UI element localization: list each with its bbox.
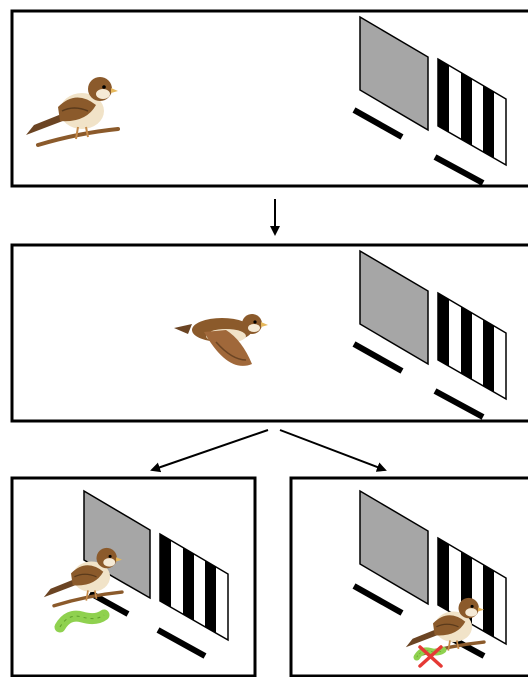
striped-stimulus bbox=[437, 291, 507, 401]
arrow-right bbox=[279, 429, 387, 472]
gray-perch bbox=[352, 341, 404, 374]
striped-stimulus bbox=[437, 57, 507, 167]
striped-stimulus bbox=[159, 532, 229, 642]
striped-perch bbox=[433, 388, 485, 420]
striped-perch bbox=[156, 627, 207, 659]
gray-stimulus bbox=[359, 15, 429, 132]
gray-perch bbox=[352, 583, 404, 616]
gray-stimulus bbox=[359, 249, 429, 366]
gray-stimulus bbox=[359, 489, 429, 606]
panel-bottom-right bbox=[289, 476, 528, 677]
worm-no-reward bbox=[417, 645, 443, 668]
gray-stimulus bbox=[83, 489, 151, 600]
striped-perch bbox=[433, 154, 485, 186]
panel-bottom-left bbox=[10, 476, 257, 677]
gray-perch bbox=[352, 107, 404, 140]
arrow-left bbox=[150, 429, 269, 473]
panel-top bbox=[10, 9, 528, 188]
panel-middle bbox=[10, 243, 528, 423]
